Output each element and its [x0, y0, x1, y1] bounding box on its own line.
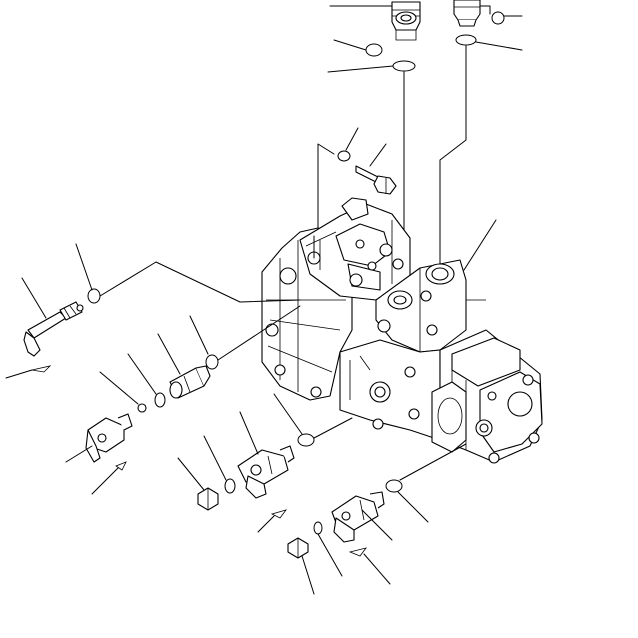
- left-oring-1-leader: [75, 243, 93, 291]
- washer-to-body-leader: [317, 143, 335, 237]
- center-small-oring: [224, 478, 236, 494]
- left-pin-leader: [5, 369, 33, 379]
- bottom-small-oring: [313, 521, 323, 535]
- bottom-pin-leader: [363, 553, 391, 585]
- left-oring-1: [87, 288, 101, 304]
- adapter-fitting: [169, 365, 211, 399]
- elbow-left-leader: [21, 277, 47, 319]
- top-oring-3: [392, 60, 416, 72]
- elbow-fitting-center-leader: [239, 411, 259, 455]
- washer-leader: [345, 127, 359, 151]
- small-ball: [137, 403, 147, 413]
- fitting-left-lower: [85, 413, 133, 463]
- elbow-fitting-left: [23, 301, 84, 357]
- pump-housing: [261, 197, 543, 464]
- center-small-oring-leader: [203, 435, 227, 481]
- top-oring-1: [365, 43, 383, 57]
- lower-left-pin: [115, 461, 127, 471]
- center-oring-leader: [273, 393, 303, 435]
- center-pin-leader: [257, 515, 275, 533]
- small-bolt-bottom: [287, 537, 309, 559]
- adapter-leader: [157, 333, 181, 375]
- small-ball-leader: [99, 371, 139, 405]
- top-right-fitting: [453, 0, 481, 27]
- small-oring-leader: [127, 353, 157, 395]
- bottom-pin: [348, 547, 367, 557]
- elbow-fitting-bottom-leader: [361, 509, 393, 541]
- left-pin: [31, 365, 52, 373]
- bolt-leader: [369, 143, 387, 167]
- middle-oring-a-to-body-leader: [217, 305, 301, 361]
- hex-bolt: [355, 165, 397, 195]
- bottom-oring-leader: [397, 491, 429, 523]
- center-pin: [270, 509, 288, 519]
- body-leader-lines: [313, 219, 497, 271]
- middle-oring-a-leader: [189, 315, 209, 355]
- elbow-fitting-bottom: [331, 491, 385, 543]
- top-oring-2: [455, 34, 477, 46]
- small-bolt-bottom-leader: [301, 555, 315, 595]
- left-oring-1-to-body-leader: [99, 261, 301, 303]
- top-right-oring: [491, 11, 505, 25]
- center-oring: [297, 433, 315, 447]
- small-bolt-left: [197, 487, 219, 511]
- center-oring-to-body-leader: [313, 417, 353, 439]
- middle-oring-a: [205, 354, 219, 370]
- fitting-left-lower-leader: [65, 445, 93, 463]
- elbow-fitting-center: [237, 445, 295, 499]
- lower-left-pin-leader: [91, 467, 119, 495]
- bottom-oring-to-body-leader: [399, 443, 467, 481]
- washer: [337, 150, 351, 162]
- bottom-oring-large: [385, 479, 403, 493]
- small-bolt-left-leader: [177, 457, 205, 491]
- bottom-small-oring-leader: [317, 533, 343, 577]
- small-oring: [154, 392, 166, 408]
- top-left-fitting: [391, 1, 421, 41]
